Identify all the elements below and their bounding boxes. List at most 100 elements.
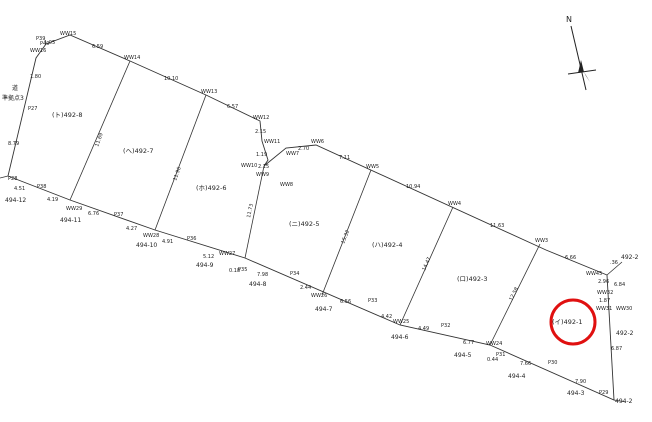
adjacent-lot-label: 494-7 [315, 306, 333, 313]
point-label: WW11 [264, 139, 280, 145]
adjacent-lot-label: 494-6 [391, 334, 409, 341]
dimension-label: 6.56 [340, 299, 351, 305]
side-label-road: 道 [12, 84, 18, 92]
point-label: P36 [187, 236, 196, 242]
lot-label: (イ)492-1 [552, 318, 582, 326]
point-label: P29 [599, 390, 608, 396]
dimension-label: 15.32 [340, 229, 351, 245]
road-line [613, 399, 627, 403]
dimension-label: 0.44 [487, 357, 498, 363]
lot-label: (ト)492-8 [52, 111, 82, 119]
lot-divider-line [69, 60, 131, 201]
adjacent-lot-label: 494-10 [136, 242, 157, 249]
dimension-label: 11.73 [246, 203, 255, 218]
road-line [0, 175, 9, 179]
point-label: P40 [40, 41, 49, 47]
point-label: WW10 [241, 163, 257, 169]
dimension-label: 2.44 [300, 285, 311, 291]
dimension-label: 1.05 [44, 40, 55, 46]
north-arrow-icon [567, 25, 597, 91]
point-label: WW26 [311, 293, 327, 299]
adjacent-lot-label: 494-9 [196, 262, 214, 269]
dimension-label: 6.87 [611, 346, 622, 352]
dimension-label: 7.98 [257, 272, 268, 278]
point-label: WW4 [448, 201, 461, 207]
point-label: WW9 [256, 172, 269, 178]
adjacent-lot-label: 492-2 [621, 254, 639, 261]
adjacent-lot-label: 494-11 [60, 217, 81, 224]
adjacent-lot-label: 494-12 [5, 197, 26, 204]
dimension-label: 2.96 [598, 279, 609, 285]
dimension-label: 4.91 [162, 239, 173, 245]
dimension-label: 4.19 [47, 197, 58, 203]
point-label: P37 [114, 212, 123, 218]
dimension-label: 6.66 [565, 255, 576, 261]
dimension-label: 7.90 [575, 379, 586, 385]
lot-label: (ヘ)492-7 [123, 147, 153, 155]
parcel-outer-boundary [7, 34, 615, 401]
dimension-label: 11.63 [490, 223, 504, 229]
lot-label: (ホ)492-6 [196, 184, 226, 192]
adjacent-lot-label: 494-5 [454, 352, 472, 359]
point-label: WW8 [280, 182, 293, 188]
point-label: WW5 [366, 164, 379, 170]
dimension-label: 11.96 [172, 166, 183, 182]
dimension-label: 1.19 [256, 152, 267, 158]
lot-divider-line [244, 165, 265, 259]
road-line [606, 261, 623, 276]
point-label: WW45 [586, 271, 602, 277]
dimension-label: 6.84 [614, 282, 625, 288]
point-label: P34 [290, 271, 299, 277]
dimension-label: 1.87 [599, 298, 610, 304]
dimension-label: 6.59 [92, 44, 103, 50]
lot-label: (ロ)492-3 [457, 275, 487, 283]
dimension-label: 10.94 [406, 184, 420, 190]
point-label: WW14 [124, 55, 140, 61]
point-label: WW24 [486, 341, 502, 347]
lot-label: (ニ)492-5 [289, 220, 319, 228]
dimension-label: 6.76 [88, 211, 99, 217]
dimension-label: 1.80 [30, 74, 41, 80]
point-label: WW29 [66, 206, 82, 212]
side-label-ref: 準拠点3 [2, 94, 24, 102]
point-label: WW25 [393, 319, 409, 325]
lot-label: (ハ)492-4 [372, 241, 402, 249]
point-label: WW12 [253, 115, 269, 121]
point-label: WW32 [597, 290, 613, 296]
lot-divider-line [399, 206, 454, 326]
dimension-label: 4.42 [381, 314, 392, 320]
dimension-label: 7.66 [520, 361, 531, 367]
point-label: WW28 [143, 233, 159, 239]
point-label: P33 [368, 298, 377, 304]
point-label: WW27 [219, 251, 235, 257]
point-label: P39 [36, 36, 45, 42]
point-label: WW16 [30, 48, 46, 54]
point-label: WW3 [535, 238, 548, 244]
adjacent-lot-label: 492-2 [616, 330, 634, 337]
dimension-label: 5.12 [203, 254, 214, 260]
point-label: P35 [238, 267, 247, 273]
point-label: WW31 [596, 306, 612, 312]
adjacent-lot-label: 494-8 [249, 281, 267, 288]
highlight-circle [549, 298, 597, 346]
point-label: WW7 [286, 151, 299, 157]
adjacent-lot-label: 494-2 [615, 398, 633, 405]
dimension-label: .36 [610, 260, 618, 266]
dimension-label: 2.70 [298, 146, 309, 152]
dimension-label: 12.58 [508, 286, 520, 302]
dimension-label: 2.15 [255, 129, 266, 135]
dimension-label: 8.79 [8, 141, 19, 147]
point-label: WW30 [616, 306, 632, 312]
adjacent-lot-label: 494-3 [567, 390, 585, 397]
north-label: N [566, 15, 572, 24]
dimension-label: 7.11 [339, 155, 350, 161]
lot-divider-line [489, 243, 541, 346]
lot-divider-line [321, 169, 372, 296]
point-label: P28 [8, 176, 17, 182]
dimension-label: 2.15 [258, 164, 269, 170]
dimension-label: 4.51 [14, 186, 25, 192]
dimension-label: 4.27 [126, 226, 137, 232]
lot-divider-line [154, 94, 207, 231]
